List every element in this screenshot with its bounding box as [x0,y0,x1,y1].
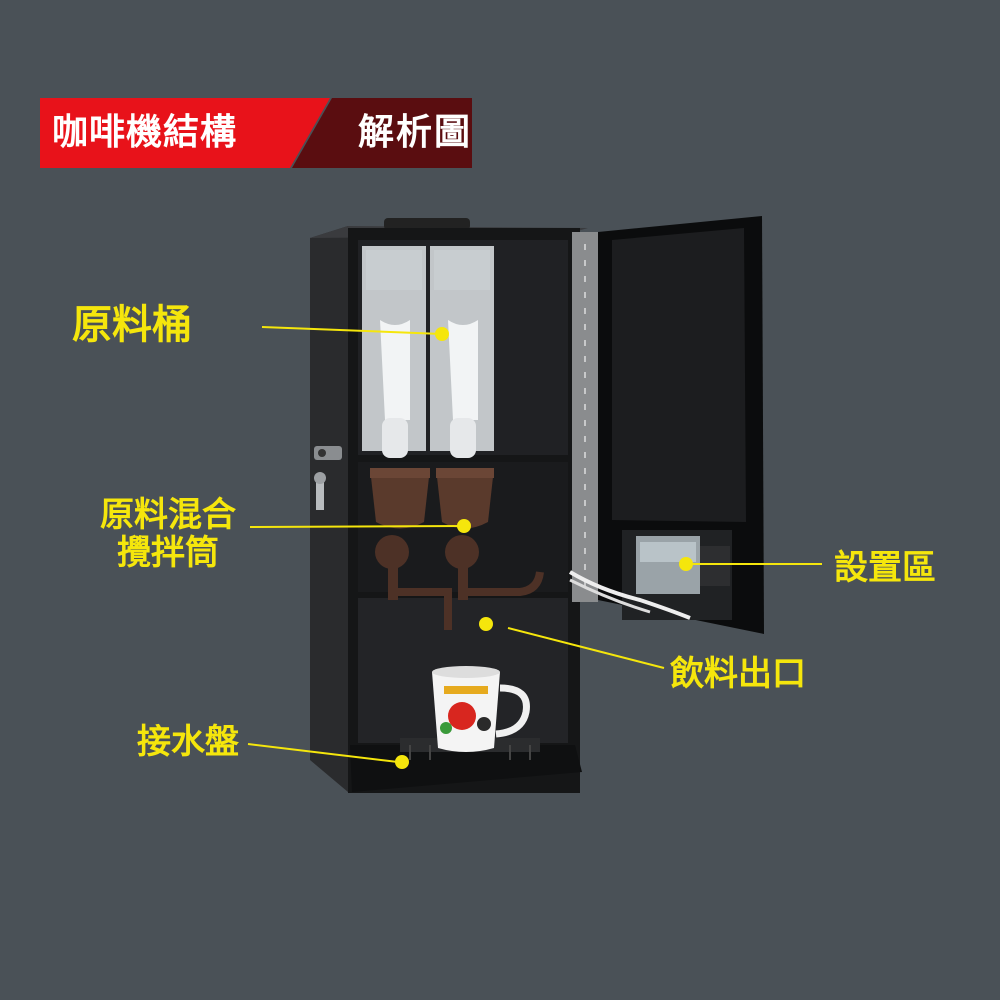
lock-icon [314,446,342,510]
callout-line-mixer [249,525,465,528]
callout-dot-mixer [457,519,471,533]
label-mixing-line1: 原料混合 [100,495,236,535]
machine-door [568,216,764,634]
mixing-bowls [370,468,544,630]
callout-line-outlet [507,627,665,669]
banner-subtitle: 解析圖 [358,112,473,153]
label-ingredient-bin: 原料桶 [72,302,192,348]
callout-dot-tray [395,755,409,769]
label-drip-tray: 接水盤 [137,722,239,762]
label-beverage-outlet: 飲料出口 [670,654,806,694]
callout-line-tray [247,743,399,763]
banner-background [40,98,472,168]
callout-dot-outlet [479,617,493,631]
title-banner: 咖啡機結構 解析圖 [40,98,472,168]
top-lid [384,218,470,230]
machine-side-panel [310,226,348,792]
callout-dot-bin [435,327,449,341]
callout-line-bin [261,326,443,335]
banner-title: 咖啡機結構 [52,112,238,153]
ingredient-canisters [362,246,494,458]
label-settings-area: 設置區 [834,548,936,588]
label-mixing-line2: 攪拌筒 [117,533,219,573]
cup [432,666,530,752]
callout-dot-settings [679,557,693,571]
label-mixing-chamber: 原料混合 攪拌筒 [100,496,236,572]
